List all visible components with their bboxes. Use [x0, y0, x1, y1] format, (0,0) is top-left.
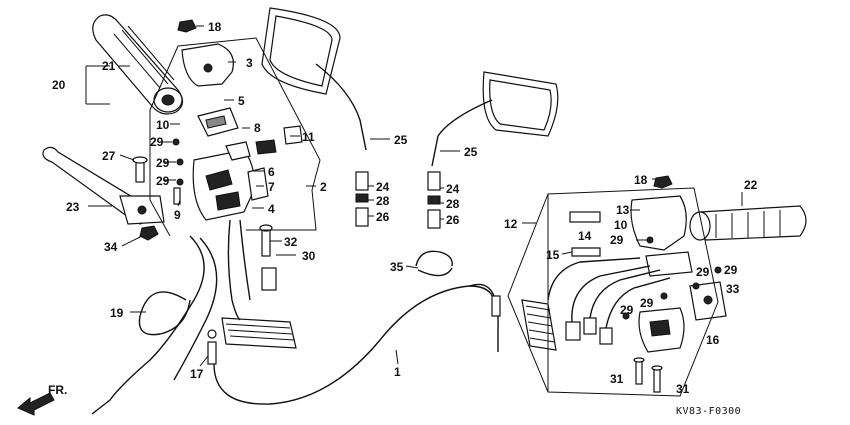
bracket-12-left	[507, 193, 549, 393]
bolt-31-a	[633, 357, 645, 385]
nut-18-right	[653, 175, 673, 189]
nut-34	[139, 225, 159, 241]
callout-34: 34	[104, 240, 118, 254]
switch-housing-right	[638, 307, 685, 353]
callout-15: 15	[546, 248, 560, 262]
callout-11: 11	[302, 130, 315, 144]
nut-18-left	[177, 19, 197, 33]
screws-29	[172, 138, 722, 320]
bolt-31-b	[651, 365, 663, 393]
callout-21: 21	[102, 59, 116, 73]
front-arrow: FR.	[17, 383, 67, 416]
bracket-11	[283, 125, 303, 145]
callout-10-left: 10	[156, 118, 170, 132]
connector-30	[261, 267, 277, 291]
callout-29-a: 29	[150, 135, 164, 149]
right-grip	[689, 205, 807, 241]
callout-6: 6	[268, 165, 275, 179]
bracket-20	[85, 65, 110, 105]
callout-29-g: 29	[640, 296, 654, 310]
callout-31-b: 31	[676, 382, 690, 396]
callout-5: 5	[238, 94, 245, 108]
pivot-bolt-27	[132, 156, 148, 183]
callout-9: 9	[174, 208, 181, 222]
left-grip	[92, 14, 184, 115]
callout-23: 23	[66, 200, 80, 214]
callout-20: 20	[52, 78, 66, 92]
switch-body-5	[197, 107, 239, 137]
mirror-left	[261, 7, 367, 151]
wire-left-1	[227, 219, 241, 321]
front-arrow-label: FR.	[48, 383, 67, 397]
callout-29-b: 29	[156, 156, 170, 170]
switch-housing-left	[192, 139, 277, 221]
cable-end-17	[207, 329, 217, 365]
switch-cover-upper	[181, 43, 234, 87]
callout-4: 4	[268, 202, 275, 216]
callout-31-a: 31	[610, 372, 624, 386]
clip-35	[415, 250, 453, 277]
callout-labels: 18 3 21 20 5 10 29 8 11 29 27 6 29 7 9 4…	[52, 20, 758, 396]
mirror-stem-right	[427, 171, 441, 229]
callout-27: 27	[102, 149, 116, 163]
callout-14: 14	[578, 229, 592, 243]
callout-22: 22	[744, 178, 758, 192]
leader-lines	[88, 25, 743, 367]
callout-12: 12	[504, 217, 518, 231]
switch-block-16	[689, 281, 727, 321]
callout-26-right: 26	[446, 213, 460, 227]
diagram-code: KV83-F0300	[676, 406, 741, 417]
screw-9	[173, 187, 181, 205]
callout-28-left: 28	[376, 194, 390, 208]
bracket-2-top	[177, 37, 321, 231]
callout-28-right: 28	[446, 197, 460, 211]
bracket-2-left	[149, 45, 179, 237]
mirror-stem-left	[355, 171, 369, 227]
callout-26-left: 26	[376, 210, 390, 224]
bracket-12	[547, 187, 719, 397]
callout-2: 2	[320, 180, 327, 194]
callout-25-left: 25	[394, 133, 408, 147]
clutch-lever	[42, 146, 165, 225]
callout-3: 3	[246, 56, 253, 70]
switch-plate-14	[569, 211, 601, 223]
callout-35: 35	[390, 260, 404, 274]
callout-19: 19	[110, 306, 124, 320]
callout-18-left: 18	[208, 20, 222, 34]
callout-33: 33	[726, 282, 740, 296]
callout-29-d: 29	[610, 233, 624, 247]
callout-24-left: 24	[376, 180, 390, 194]
callout-1: 1	[394, 365, 401, 379]
mirror-right	[431, 71, 559, 167]
callout-32: 32	[284, 235, 298, 249]
callout-16: 16	[706, 333, 720, 347]
clutch-cable	[91, 235, 218, 415]
switch-cover-right	[630, 195, 687, 251]
callout-10-right: 10	[614, 218, 628, 232]
callout-29-c: 29	[156, 174, 170, 188]
callout-24-right: 24	[446, 182, 460, 196]
wire-left-2	[239, 219, 251, 301]
callout-29-e: 29	[696, 265, 710, 279]
callout-25-right: 25	[464, 145, 478, 159]
callout-18-right: 18	[634, 173, 648, 187]
callout-8: 8	[254, 121, 261, 135]
callout-29-h: 29	[620, 303, 634, 317]
throttle-cable	[213, 283, 501, 405]
switch-plate-15	[571, 247, 601, 257]
callout-30: 30	[302, 249, 316, 263]
callout-29-f: 29	[724, 263, 738, 277]
callout-7: 7	[268, 180, 275, 194]
callout-17: 17	[190, 367, 204, 381]
switch-unit-bottom-left	[221, 317, 297, 349]
plate-6-7	[247, 167, 269, 201]
callout-13: 13	[616, 203, 630, 217]
